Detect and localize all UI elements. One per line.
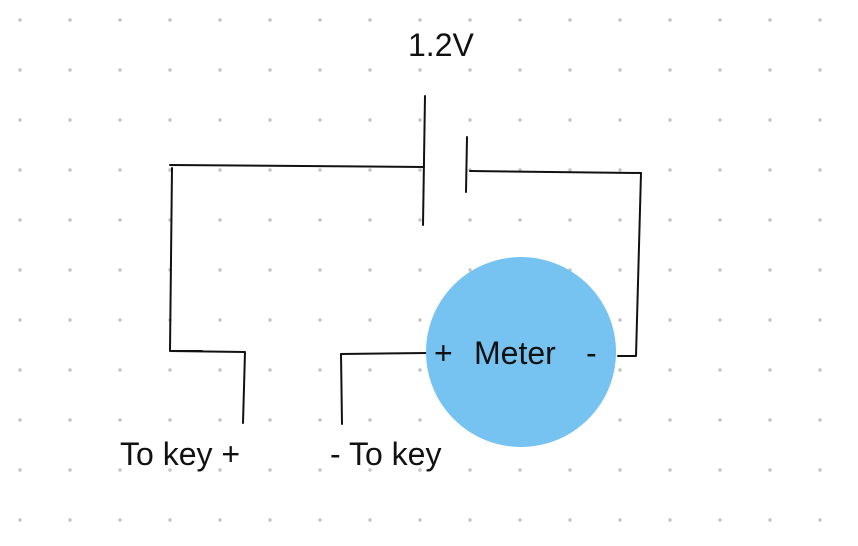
wire-top-right [469,170,642,174]
wire-top-left [169,164,425,168]
meter-plus-label: + [434,335,453,371]
wire-left-loop [169,167,246,424]
battery-long-plate [422,95,426,226]
meter-name-label: Meter [474,335,556,371]
meter-minus-label: - [586,335,597,371]
battery-voltage-label: 1.2V [408,27,474,63]
wire-right-side [617,172,642,357]
battery-short-plate [465,136,468,193]
right-terminal-label: - To key [330,436,441,472]
left-terminal-label: To key + [120,436,240,472]
meter-circle [426,257,616,447]
wire-to-meter-plus [340,352,429,425]
